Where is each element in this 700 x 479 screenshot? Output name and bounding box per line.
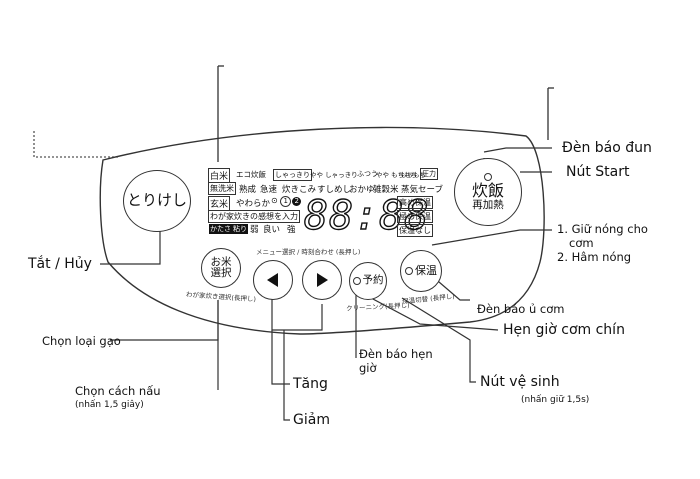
callout-cook-method: Chọn cách nấu xyxy=(75,384,161,398)
start-button[interactable]: 炊飯 再加熱 xyxy=(454,158,522,226)
time-display: 88:88 xyxy=(303,192,430,239)
callout-warm-light: Đèn báo ủ cơm xyxy=(477,302,565,316)
start-label-2: 再加熱 xyxy=(472,198,504,211)
mode-yawaraka: やわらか xyxy=(236,199,271,209)
leader-lines xyxy=(100,147,552,421)
callout-timer-light-2: giờ xyxy=(359,361,377,375)
dotted-outline xyxy=(33,131,118,158)
rice-select-button[interactable]: お米 選択 xyxy=(201,248,241,288)
callout-cook-light: Đèn báo đun xyxy=(562,140,652,156)
timer-button-label: 予約 xyxy=(362,274,384,287)
timer-light-icon xyxy=(352,277,361,285)
rice-type-white: 白米 xyxy=(208,168,231,183)
panel-body xyxy=(99,126,545,335)
mode-shakkiri: しゃっきり xyxy=(273,169,312,181)
callout-timer-cooked: Hẹn giờ cơm chín xyxy=(503,322,625,338)
mode-zakkokumai: 雑穀米 xyxy=(373,185,399,195)
mode-takikomi: 炊きこみ xyxy=(282,185,317,195)
cook-light-icon xyxy=(484,173,492,182)
feedback-hardness: かたさ xyxy=(209,224,232,234)
mode-steam-save: 蒸気セーブ xyxy=(401,185,443,195)
warm-option-kiwame: 極め保温 xyxy=(397,210,433,223)
rice-select-label-2: 選択 xyxy=(210,267,232,279)
feedback-good: 良い xyxy=(263,225,281,235)
mode-eco: エコ炊飯 xyxy=(236,170,266,179)
callout-decrease: Giảm xyxy=(293,412,330,428)
mode-okayu: おかゆ xyxy=(349,185,375,195)
cancel-button-label: とりけし xyxy=(126,191,187,210)
mode-sushimeshi: すしめし xyxy=(317,185,352,195)
warm-option-none: 保温なし xyxy=(397,224,433,237)
mode-kyusoku: 急速 xyxy=(260,185,278,195)
callout-cook-method-note: (nhấn 1,5 giây) xyxy=(75,400,144,410)
timer-button[interactable]: 予約 xyxy=(349,262,387,300)
rice-select-label-1: お米 xyxy=(210,255,232,268)
feedback-weak: 弱 xyxy=(250,225,259,235)
memory-feedback-tag: わが家炊きの感想を入力 xyxy=(208,210,300,223)
mode-jukusei: 熟成 xyxy=(239,185,257,195)
start-label-1: 炊飯 xyxy=(471,181,504,201)
mode-yaya-mochimochi: やや もちもち xyxy=(376,171,418,179)
callout-keep-warm-1b: cơm xyxy=(569,236,594,250)
lcd-display: 白米 無洗米 玄米 エコ炊飯 しゃっきり やや しゃっきり ふつう やや もちも… xyxy=(206,164,443,242)
feedback-strong: 強 xyxy=(287,225,296,235)
callout-keep-warm-1: 1. Giữ nóng cho xyxy=(557,222,648,236)
mode-yaya-shakkiri: やや しゃっきり xyxy=(310,171,358,179)
warm-light-icon xyxy=(405,267,413,275)
decrease-button[interactable] xyxy=(253,260,293,300)
mode-mochimochi: もちもち xyxy=(400,171,426,179)
keep-warm-label: 保温 xyxy=(415,264,437,278)
increase-button[interactable] xyxy=(302,260,342,300)
callout-start: Nút Start xyxy=(566,164,630,180)
callout-choose-rice: Chọn loại gạo xyxy=(42,334,121,348)
feedback-stickiness: 粘り xyxy=(232,224,248,234)
warm-option-high: 高め保温 xyxy=(397,196,433,209)
pressure-tag: 圧力 xyxy=(420,168,438,180)
rice-type-brown: 玄米 xyxy=(208,196,231,211)
callout-cancel: Tắt / Hủy xyxy=(28,256,92,272)
callout-timer-light-1: Đèn báo hẹn xyxy=(359,347,433,361)
callout-increase: Tăng xyxy=(293,376,328,392)
callout-cleaning: Nút vệ sinh xyxy=(480,374,560,390)
rice-type-musenmai: 無洗米 xyxy=(208,182,236,195)
mode-futsuu: ふつう xyxy=(357,170,378,178)
triangle-left-icon xyxy=(267,273,278,287)
triangle-right-icon xyxy=(317,273,328,287)
keep-warm-button[interactable]: 保温 xyxy=(400,250,442,292)
menu-caption: メニュー選択 / 時刻合わせ (長押し) xyxy=(256,248,361,256)
cancel-button[interactable]: とりけし xyxy=(123,170,191,232)
callout-cleaning-note: (nhấn giữ 1,5s) xyxy=(521,395,590,405)
callout-keep-warm-2: 2. Hâm nóng xyxy=(557,250,632,264)
